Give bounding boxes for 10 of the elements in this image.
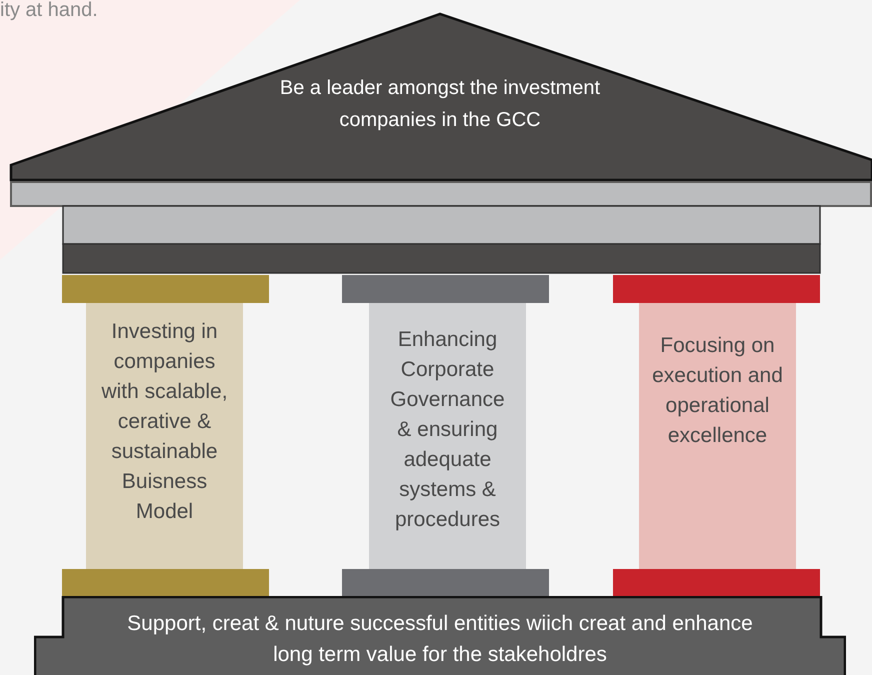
column-shaft [639,303,796,569]
column-shaft [369,303,526,569]
column-shaft [86,303,243,569]
foundation-steps [34,596,846,675]
column-text: Investing in companies with scalable, cerative & sustainable Buisness Model [101,320,228,523]
column-text: Focusing on execution and operational excellence [652,334,783,447]
cropped-text: ity at hand. [0,0,98,20]
column-text: Enhancing Corporate Governance & ensuring adequate systems & procedures [390,328,505,531]
roof-text: Be a leader amongst the investment companies in the GCC [280,77,600,131]
foundation-text: Support, creat & nuture successful entities wiich creat and enhance long term value for the stakeholdres [127,612,753,666]
